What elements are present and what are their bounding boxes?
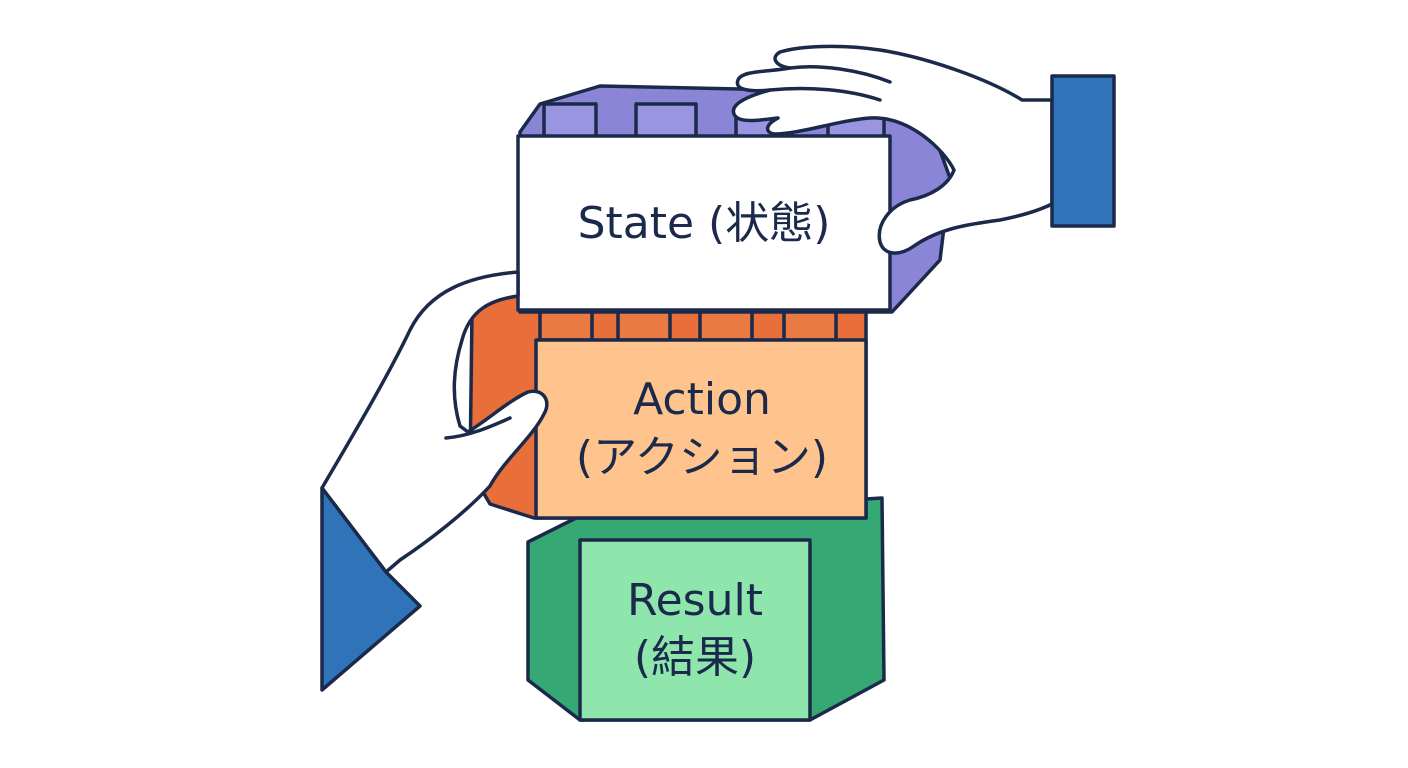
right-hand-icon: [731, 44, 1116, 255]
state-block-front: [516, 134, 892, 312]
right-sleeve: [1050, 74, 1116, 228]
result-block-front: [578, 538, 812, 722]
result-label-line2: (結果): [634, 632, 756, 683]
left-hand-icon: [320, 270, 549, 692]
result-label-line1: Result: [627, 575, 763, 626]
state-block: State (状態): [516, 84, 952, 314]
left-sleeve: [320, 486, 422, 692]
action-block-front: [534, 338, 868, 520]
state-label: State (状態): [578, 198, 831, 249]
action-label-line1: Action: [633, 374, 771, 425]
result-block: Result (結果): [526, 496, 886, 722]
action-label-line2: (アクション): [576, 432, 828, 483]
